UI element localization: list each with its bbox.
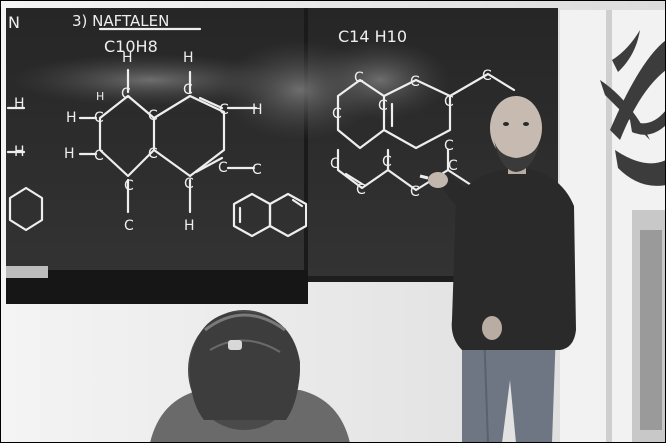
atom-label: C <box>444 138 454 154</box>
board-divider <box>304 8 308 276</box>
chalk-piece <box>419 174 429 180</box>
atom-label: H <box>252 102 263 118</box>
atom-label: C <box>124 218 134 234</box>
teacher-hand <box>428 172 448 188</box>
atom-label: H <box>122 50 133 66</box>
board-text-formula-left: C10H8 <box>104 37 158 56</box>
eraser <box>6 266 48 278</box>
chalk-smudge-1 <box>10 54 290 106</box>
atom-label: C <box>94 148 104 164</box>
chalk-tray <box>6 270 308 304</box>
atom-label: C <box>121 86 131 102</box>
student <box>150 310 350 443</box>
atom-label: C <box>183 82 193 98</box>
anthracene-atom-labels: C C C C C C C C C C C C C <box>330 68 492 208</box>
shelf-inner <box>640 230 662 430</box>
atom-label: C <box>354 70 364 86</box>
atom-label: H <box>96 90 104 103</box>
naphthalene-structure <box>78 68 258 214</box>
teacher-head <box>490 96 542 160</box>
naphthalene-atom-labels: H C C H H C C C C C H H C C C C C H H H … <box>14 50 263 234</box>
atom-label: C <box>330 156 340 172</box>
board-text-naftalen: 3) NAFTALEN <box>72 12 169 30</box>
atom-label: C <box>148 146 158 162</box>
atom-label: C <box>410 74 420 90</box>
atom-label: C <box>410 184 420 200</box>
atom-label: H <box>184 218 195 234</box>
teacher <box>419 96 576 443</box>
atom-label: C <box>219 102 229 118</box>
atom-label: H <box>183 50 194 66</box>
fern-plant <box>600 30 666 186</box>
chalk-smudge-3 <box>310 40 450 120</box>
atom-label: C <box>482 68 492 84</box>
atom-label: C <box>184 176 194 192</box>
board-text-formula-right: C14 H10 <box>338 27 407 46</box>
atom-label: C <box>448 158 458 174</box>
benzene-hexagon <box>8 186 44 232</box>
atom-label: C <box>148 108 158 124</box>
atom-label: C <box>356 182 366 198</box>
sweater <box>451 168 576 350</box>
atom-label: C <box>382 154 392 170</box>
atom-label: C <box>218 160 228 176</box>
atom-label: H <box>66 110 77 126</box>
teacher-beard <box>494 140 540 172</box>
board-ledge <box>308 276 558 282</box>
atom-label: C <box>332 106 342 122</box>
atom-label: H <box>64 146 75 162</box>
naphthalene-shorthand <box>232 192 308 238</box>
atom-label: C <box>124 178 134 194</box>
atom-label: C <box>444 94 454 110</box>
atom-label: C <box>252 162 262 178</box>
atom-label: C <box>378 98 388 114</box>
atom-label: H <box>14 96 25 112</box>
door-edge <box>606 10 612 443</box>
atom-label: C <box>94 110 104 126</box>
board-text-n: N <box>8 13 20 32</box>
